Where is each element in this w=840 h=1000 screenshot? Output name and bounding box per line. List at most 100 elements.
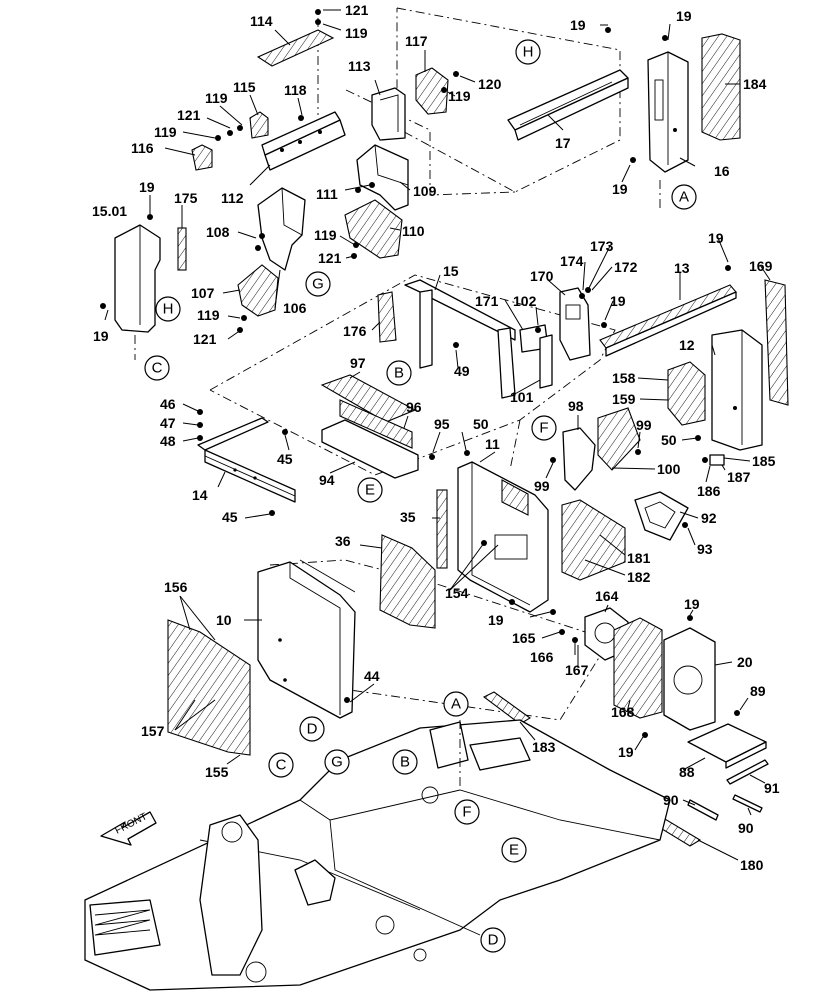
callout-164: 164 bbox=[595, 588, 619, 604]
callout-45: 45 bbox=[222, 509, 238, 525]
pad-156-157 bbox=[167, 619, 251, 756]
svg-text:F: F bbox=[539, 420, 548, 437]
callout-20: 20 bbox=[737, 654, 753, 670]
callout-90: 90 bbox=[738, 820, 754, 836]
pad-181-182 bbox=[561, 499, 626, 581]
marker-E: E bbox=[357, 477, 383, 503]
frame-15 bbox=[404, 279, 516, 399]
pad-168 bbox=[613, 617, 663, 719]
callout-15-01: 15.01 bbox=[92, 203, 127, 219]
plate-92 bbox=[634, 491, 689, 541]
callout-107: 107 bbox=[191, 285, 215, 301]
pad-176 bbox=[377, 291, 397, 343]
callout-19: 19 bbox=[612, 181, 628, 197]
callout-19: 19 bbox=[684, 596, 700, 612]
callout-97: 97 bbox=[350, 355, 366, 371]
callout-93: 93 bbox=[697, 541, 713, 557]
marker-D: D bbox=[299, 716, 325, 742]
callout-158: 158 bbox=[612, 370, 636, 386]
frame-14 bbox=[197, 417, 296, 503]
callout-174: 174 bbox=[560, 253, 584, 269]
callout-112: 112 bbox=[221, 190, 244, 206]
callout-108: 108 bbox=[206, 224, 230, 240]
callout-157: 157 bbox=[141, 723, 165, 739]
callout-114: 114 bbox=[250, 13, 273, 29]
callout-168: 168 bbox=[611, 704, 635, 720]
callout-183: 183 bbox=[532, 739, 556, 755]
callout-35: 35 bbox=[400, 509, 416, 525]
callout-120: 120 bbox=[478, 76, 502, 92]
cover-108 bbox=[257, 187, 306, 271]
callout-94: 94 bbox=[319, 472, 335, 488]
callout-98: 98 bbox=[568, 398, 584, 414]
svg-text:H: H bbox=[163, 301, 174, 318]
callout-90: 90 bbox=[663, 792, 679, 808]
callout-110: 110 bbox=[402, 223, 425, 239]
callout-19: 19 bbox=[93, 328, 109, 344]
callout-88: 88 bbox=[679, 764, 695, 780]
strip-90a bbox=[687, 799, 719, 821]
callout-96: 96 bbox=[406, 399, 422, 415]
callout-121: 121 bbox=[193, 331, 217, 347]
callout-155: 155 bbox=[205, 764, 229, 780]
callout-156: 156 bbox=[164, 579, 188, 595]
callout-113: 113 bbox=[348, 58, 371, 74]
fasteners bbox=[100, 9, 740, 738]
callout-109: 109 bbox=[413, 183, 437, 199]
reference-markers: H A G H C B F E D A C G B F E D bbox=[144, 39, 697, 953]
callout-119: 119 bbox=[448, 88, 471, 104]
callout-102: 102 bbox=[513, 293, 537, 309]
bar-101 bbox=[539, 334, 553, 389]
bracket-116 bbox=[191, 144, 213, 171]
pad-36 bbox=[379, 534, 436, 629]
callout-121: 121 bbox=[177, 107, 201, 123]
callout-185: 185 bbox=[752, 453, 776, 469]
callout-19: 19 bbox=[139, 179, 155, 195]
callout-119: 119 bbox=[314, 227, 337, 243]
callout-165: 165 bbox=[512, 630, 536, 646]
panel-10 bbox=[257, 559, 356, 719]
bracket-113 bbox=[371, 87, 406, 141]
cover-98 bbox=[562, 427, 596, 491]
bracket-170 bbox=[559, 287, 591, 361]
pad-169 bbox=[764, 279, 789, 406]
callout-95: 95 bbox=[434, 416, 450, 432]
callout-172: 172 bbox=[614, 259, 638, 275]
svg-text:C: C bbox=[276, 757, 287, 774]
upper-frame bbox=[84, 719, 671, 991]
callout-100: 100 bbox=[657, 461, 681, 477]
svg-text:B: B bbox=[394, 365, 404, 382]
callout-111: 111 bbox=[316, 186, 338, 202]
strip-35 bbox=[436, 489, 448, 569]
svg-text:F: F bbox=[462, 804, 471, 821]
bracket-17 bbox=[507, 69, 629, 141]
callout-19: 19 bbox=[570, 17, 586, 33]
marker-B: B bbox=[386, 360, 412, 386]
tray-94 bbox=[321, 419, 419, 479]
callout-159: 159 bbox=[612, 391, 636, 407]
marker-C: C bbox=[268, 752, 294, 778]
callout-19: 19 bbox=[610, 293, 626, 309]
spacer-185 bbox=[709, 454, 725, 466]
callout-187: 187 bbox=[727, 469, 751, 485]
marker-E: E bbox=[501, 837, 527, 863]
bracket-117 bbox=[415, 67, 449, 115]
svg-text:C: C bbox=[152, 360, 163, 377]
marker-D: D bbox=[480, 927, 506, 953]
callout-171: 171 bbox=[475, 293, 499, 309]
callout-170: 170 bbox=[530, 268, 554, 284]
callout-182: 182 bbox=[627, 569, 651, 585]
callout-169: 169 bbox=[749, 258, 773, 274]
cover-107 bbox=[237, 264, 279, 317]
svg-text:E: E bbox=[509, 842, 519, 859]
callout-19: 19 bbox=[618, 744, 634, 760]
callout-48: 48 bbox=[160, 433, 176, 449]
strip-91 bbox=[726, 759, 769, 785]
callout-13: 13 bbox=[674, 260, 690, 276]
callout-184: 184 bbox=[743, 76, 767, 92]
panel-12 bbox=[711, 329, 763, 451]
svg-text:H: H bbox=[523, 44, 534, 61]
cover-110 bbox=[344, 199, 403, 259]
callout-10: 10 bbox=[216, 612, 232, 628]
panel-15-01 bbox=[114, 224, 161, 333]
